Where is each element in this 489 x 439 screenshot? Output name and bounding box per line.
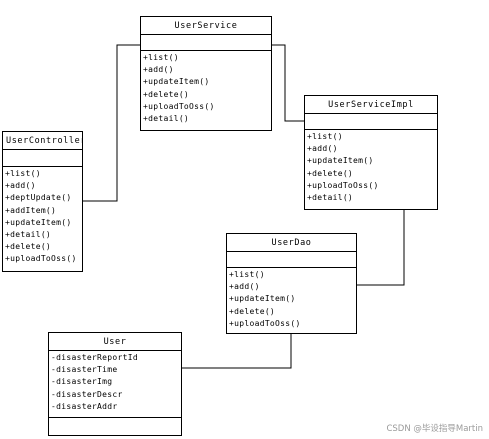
methods-compartment [49, 418, 181, 419]
methods-compartment: +list() +add() +updateItem() +delete() +… [227, 268, 356, 330]
method-list: +list() [307, 132, 343, 141]
method-upload-to-oss: +uploadToOss() [229, 318, 301, 328]
connector-serviceimpl-dao [356, 210, 405, 286]
class-user[interactable]: User -disasterReportId -disasterTime -di… [48, 332, 182, 436]
method-upload-to-oss: +uploadToOss() [143, 101, 215, 111]
connector-service-serviceimpl [271, 44, 304, 122]
methods-compartment: +list() +add() +deptUpdate() +addItem() … [3, 167, 82, 266]
method-detail: +detail() [5, 229, 52, 239]
attribute-disaster-img: -disasterImg [51, 377, 113, 387]
class-user-service[interactable]: UserService +list() +add() +updateItem()… [140, 16, 272, 131]
attributes-compartment [141, 35, 271, 51]
attributes-compartment [227, 252, 356, 268]
method-delete: +delete() [143, 89, 190, 99]
class-user-service-impl[interactable]: UserServiceImpl +list() +add() +updateIt… [304, 95, 438, 210]
attribute-disaster-report-id: -disasterReportId [51, 353, 138, 362]
methods-compartment: +list() +add() +updateItem() +delete() +… [141, 51, 271, 125]
method-upload-to-oss: +uploadToOss() [307, 180, 379, 190]
method-update-item: +updateItem() [5, 217, 72, 227]
attributes-compartment: -disasterReportId -disasterTime -disaste… [49, 351, 181, 418]
method-add: +add() [5, 181, 36, 191]
connector-dao-user [181, 333, 292, 369]
method-list: +list() [143, 53, 179, 62]
method-update-item: +updateItem() [307, 156, 374, 166]
method-list: +list() [5, 169, 41, 178]
method-update-item: +updateItem() [143, 77, 210, 87]
attribute-disaster-addr: -disasterAddr [51, 401, 118, 411]
method-detail: +detail() [143, 113, 190, 123]
class-name: UserController [3, 132, 82, 150]
method-update-item: +updateItem() [229, 294, 296, 304]
attribute-disaster-descr: -disasterDescr [51, 389, 123, 399]
method-dept-update: +deptUpdate() [5, 193, 72, 203]
method-add: +add() [143, 65, 174, 75]
method-upload-to-oss: +uploadToOss() [5, 254, 77, 264]
class-user-controller[interactable]: UserController +list() +add() +deptUpdat… [2, 131, 83, 272]
connector-controller-service [82, 44, 140, 202]
attributes-compartment [305, 114, 437, 130]
method-add: +add() [229, 282, 260, 292]
watermark: CSDN @毕设指导Martin [386, 424, 483, 434]
method-delete: +delete() [229, 306, 276, 316]
attribute-disaster-time: -disasterTime [51, 365, 118, 375]
class-name: User [49, 333, 181, 351]
method-list: +list() [229, 270, 265, 279]
class-user-dao[interactable]: UserDao +list() +add() +updateItem() +de… [226, 233, 357, 334]
method-add-item: +addItem() [5, 205, 57, 215]
method-delete: +delete() [5, 242, 52, 252]
methods-compartment: +list() +add() +updateItem() +delete() +… [305, 130, 437, 204]
method-delete: +delete() [307, 168, 354, 178]
attributes-compartment [3, 150, 82, 167]
class-name: UserService [141, 17, 271, 35]
method-detail: +detail() [307, 192, 354, 202]
class-name: UserServiceImpl [305, 96, 437, 114]
method-add: +add() [307, 144, 338, 154]
class-name: UserDao [227, 234, 356, 252]
